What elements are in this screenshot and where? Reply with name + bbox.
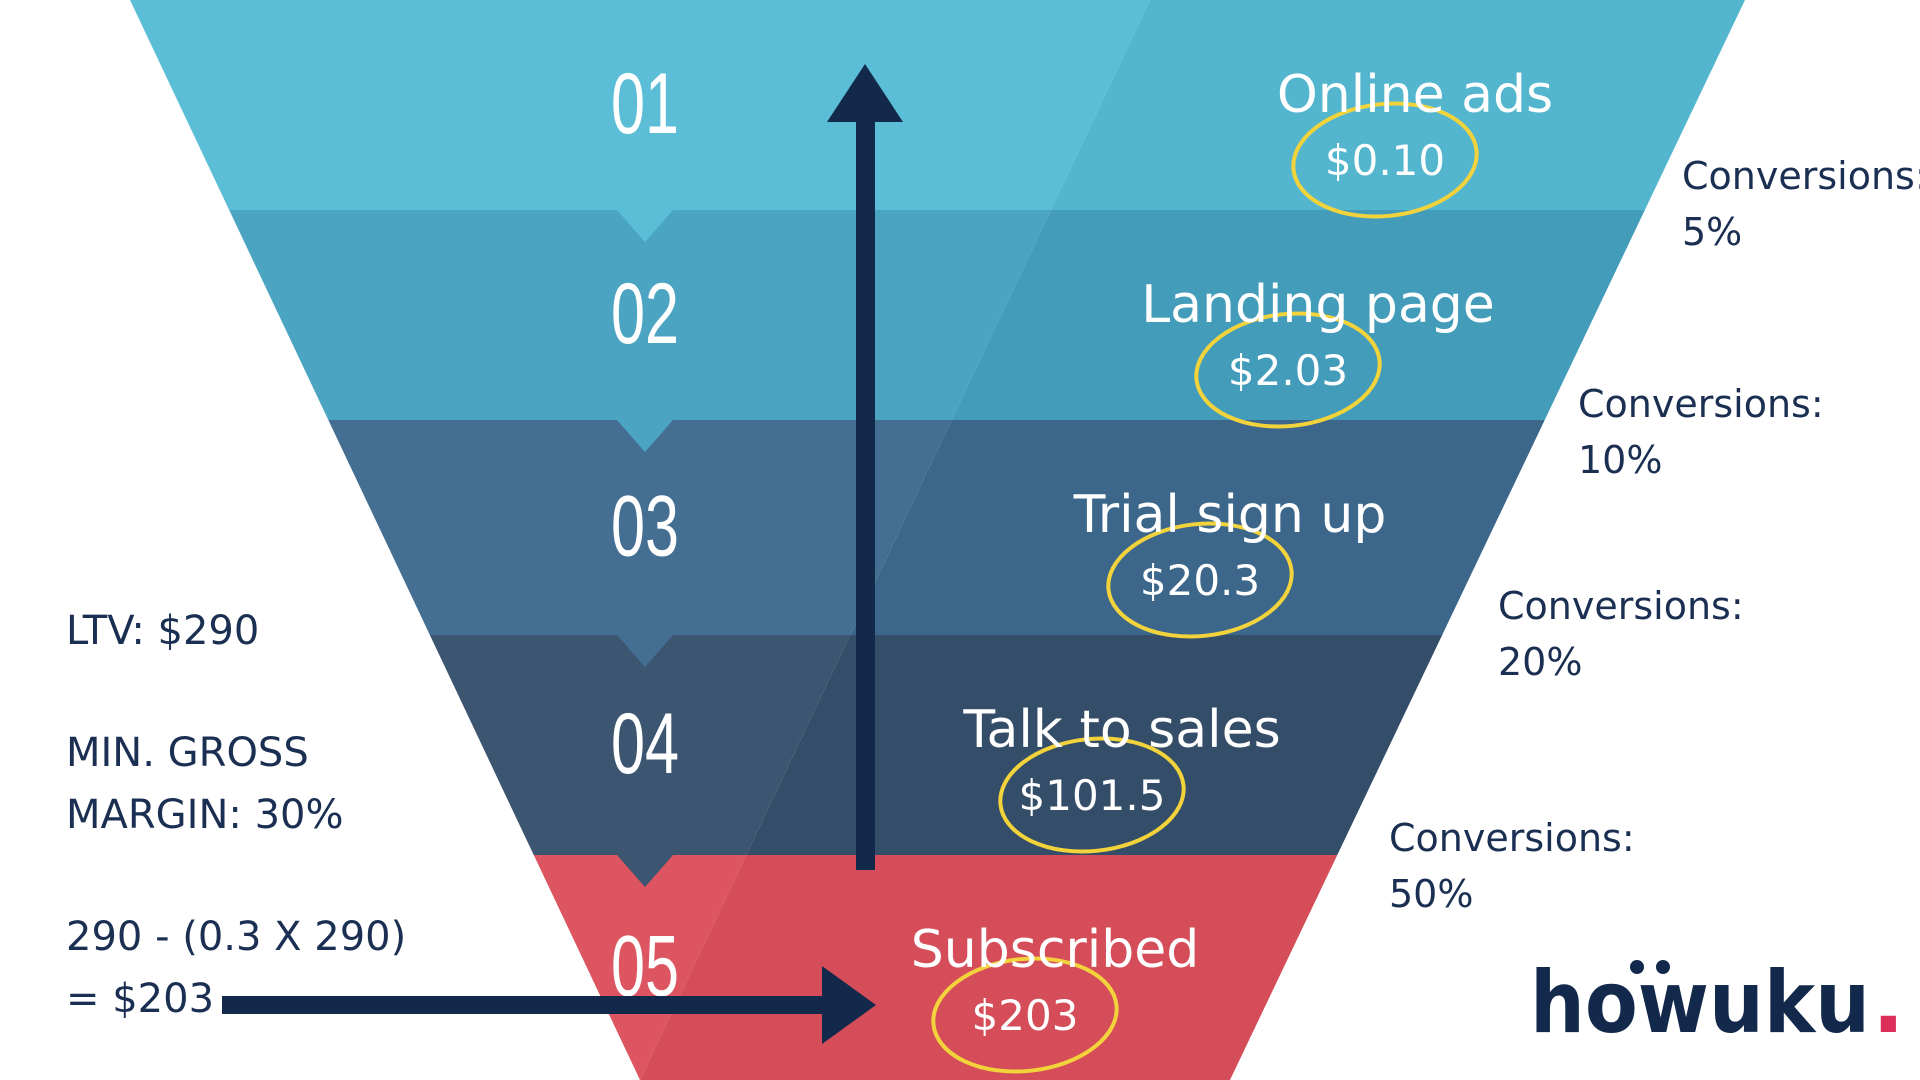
stage-name-4: Talk to sales [962,700,1280,760]
stage-number-4: 04 [611,696,679,792]
stage-number-3: 03 [611,479,679,575]
stage-name-1: Online ads [1277,65,1553,125]
tier-chevron-2 [617,420,673,452]
cost-circle-5 [931,956,1119,1074]
cost-circle-2 [1194,311,1382,429]
conversion-label: Conversions: [1682,154,1920,198]
ltv-note: LTV: $290 [66,608,260,654]
funnel-tier-right-3 [850,420,1545,635]
funnel-tier-right-4 [746,635,1443,855]
tier-chevron-4 [617,855,673,887]
margin-line-2: MARGIN: 30% [66,792,344,838]
formula-line-1: 290 - (0.3 X 290) [66,914,407,960]
funnel-tier-left-4 [429,635,851,855]
conversion-value: 20% [1498,640,1583,684]
conversion-rate-3: Conversions: 20% [1498,578,1744,690]
logo-dot: . [1872,953,1905,1053]
stage-cost-5: $203 [972,991,1079,1040]
funnel-tier-left-2 [229,210,1051,420]
conversion-label: Conversions: [1498,584,1744,628]
stage-name-2: Landing page [1141,275,1495,335]
stage-cost-3: $20.3 [1140,556,1260,605]
conversion-value: 5% [1682,210,1743,254]
stage-cost-4: $101.5 [1019,771,1166,820]
stage-number-1: 01 [611,56,679,152]
conversion-label: Conversions: [1578,382,1824,426]
formula-note: 290 - (0.3 X 290) = $203 [66,906,406,1030]
cost-circle-1 [1291,101,1479,219]
conversion-value: 50% [1389,872,1474,916]
vertical-arrow-shaft [856,110,875,870]
margin-line-1: MIN. GROSS [66,730,309,776]
logo-eye-left-icon [1630,960,1644,974]
conversion-rate-1: Conversions: 5% [1682,148,1920,260]
stage-cost-2: $2.03 [1228,346,1348,395]
conversion-label: Conversions: [1389,816,1635,860]
funnel-tier-left-3 [328,420,952,635]
logo-wordmark: howuku [1530,953,1870,1053]
formula-line-2: = $203 [66,976,215,1022]
stage-name-5: Subscribed [911,920,1200,980]
up-arrow-icon [827,64,903,122]
cost-circle-3 [1106,521,1294,639]
tier-chevron-3 [617,635,673,667]
stage-cost-1: $0.10 [1325,136,1445,185]
right-arrow-icon [822,966,876,1044]
funnel-tier-left-5 [533,855,747,1080]
cost-circle-4 [998,736,1186,854]
margin-note: MIN. GROSS MARGIN: 30% [66,722,343,846]
stage-name-3: Trial sign up [1073,485,1387,545]
howuku-logo: howuku . [1530,953,1905,1053]
tier-chevron-1 [617,210,673,242]
conversion-rate-4: Conversions: 50% [1389,810,1635,922]
conversion-rate-2: Conversions: 10% [1578,376,1824,488]
horizontal-arrow-shaft [222,996,842,1014]
stage-number-2: 02 [611,266,679,362]
logo-eye-right-icon [1656,960,1670,974]
conversion-value: 10% [1578,438,1663,482]
funnel-tier-left-1 [130,0,1150,210]
